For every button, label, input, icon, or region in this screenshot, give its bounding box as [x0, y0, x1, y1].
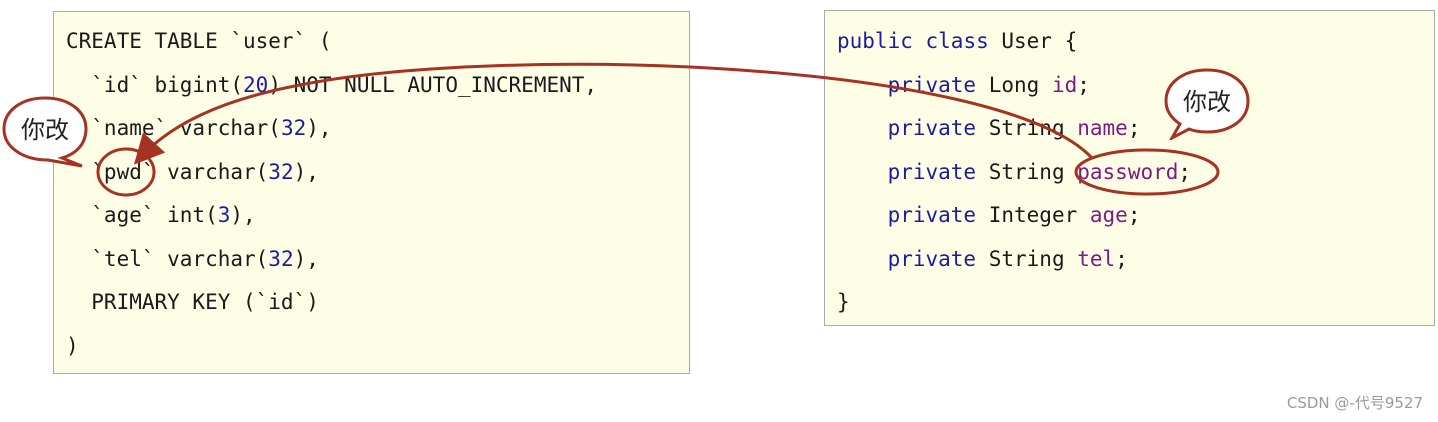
sql-line-age: `age` int(3),	[66, 203, 256, 227]
sql-line-tel: `tel` varchar(32),	[66, 247, 319, 271]
sql-line-create: CREATE TABLE `user` (	[66, 29, 332, 53]
callout-right-text: 你改	[1183, 87, 1231, 116]
watermark: CSDN @-代号9527	[1286, 394, 1423, 412]
java-line-name: private String name;	[887, 116, 1141, 140]
java-line-class: public class User {	[837, 29, 1078, 53]
java-line-tel: private String tel;	[887, 247, 1128, 271]
java-code-panel: public class User { private Long id; pri…	[824, 10, 1435, 326]
java-line-age: private Integer age;	[887, 203, 1141, 227]
sql-code-panel: CREATE TABLE `user` ( `id` bigint(20) NO…	[53, 11, 690, 374]
callout-bubble-left: 你改	[0, 96, 90, 168]
java-line-close: }	[837, 290, 850, 314]
sql-line-pwd: `pwd` varchar(32),	[66, 160, 319, 184]
java-line-password: private String password;	[887, 160, 1192, 184]
sql-line-close: )	[66, 334, 79, 358]
sql-line-id: `id` bigint(20) NOT NULL AUTO_INCREMENT,	[66, 73, 598, 97]
callout-left-text: 你改	[21, 115, 69, 144]
sql-line-name: `name` varchar(32),	[66, 116, 332, 140]
callout-bubble-right: 你改	[1162, 68, 1252, 140]
sql-line-primary-key: PRIMARY KEY (`id`)	[66, 290, 319, 314]
java-line-id: private Long id;	[887, 73, 1090, 97]
